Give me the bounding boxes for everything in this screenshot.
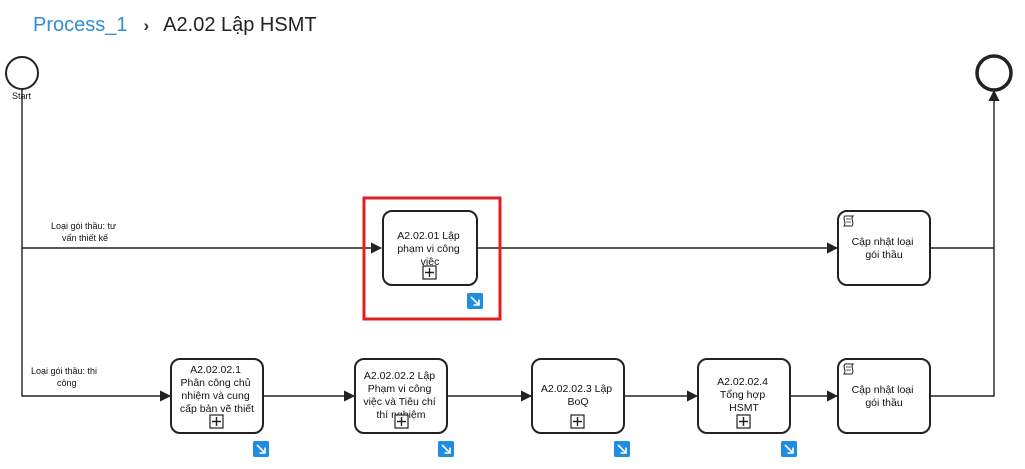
flow-start-to-t3[interactable] [21, 248, 172, 402]
end-event[interactable] [975, 54, 1013, 92]
drilldown-button-t6[interactable] [781, 441, 797, 457]
start-event-label: Start [12, 91, 32, 101]
arrow-down-right-icon [441, 444, 451, 454]
drilldown-button-t1[interactable] [467, 293, 483, 309]
task-cap-nhat-loai-goi-thau-lower[interactable]: Cập nhật loại gói thầu [837, 358, 931, 434]
task-label: A2.02.02.4 Tổng hợp HSMT [717, 376, 771, 414]
arrow-down-right-icon [617, 444, 627, 454]
subprocess-expand-icon[interactable] [736, 414, 751, 429]
subprocess-expand-icon[interactable] [209, 414, 224, 429]
task-a2-02-02-4[interactable]: A2.02.02.4 Tổng hợp HSMT [697, 358, 791, 434]
drilldown-button-t5[interactable] [614, 441, 630, 457]
task-a2-02-02-3[interactable]: A2.02.02.3 Lập BoQ [531, 358, 625, 434]
start-event[interactable] [5, 56, 39, 90]
script-icon [843, 215, 855, 227]
breadcrumb-current: A2.02 Lập HSMT [163, 14, 317, 36]
task-a2-02-01[interactable]: A2.02.01 Lập phạm vi công việc [382, 210, 478, 286]
task-label: A2.02.02.3 Lập BoQ [541, 383, 615, 408]
drilldown-button-t4[interactable] [438, 441, 454, 457]
task-label: A2.02.02.2 Lập Phạm vi công việc và Tiêu… [363, 370, 438, 421]
task-a2-02-02-1[interactable]: A2.02.02.1 Phân công chủ nhiệm và cung c… [170, 358, 264, 434]
arrow-down-right-icon [470, 296, 480, 306]
flow-t7-to-end[interactable] [931, 89, 1000, 397]
arrow-down-right-icon [256, 444, 266, 454]
task-label: Cập nhật loại gói thầu [852, 236, 917, 261]
sequence-flows [21, 89, 1000, 402]
breadcrumb-parent-link[interactable]: Process_1 [33, 14, 128, 36]
task-label: Cập nhật loại gói thầu [852, 384, 917, 409]
drilldown-button-t3[interactable] [253, 441, 269, 457]
task-a2-02-02-2[interactable]: A2.02.02.2 Lập Phạm vi công việc và Tiêu… [354, 358, 448, 434]
subprocess-expand-icon[interactable] [394, 414, 409, 429]
breadcrumb-separator: › [143, 15, 150, 35]
upper-flow-condition-label: Loại gói thầu: tư vấn thiết kế [51, 221, 119, 243]
subprocess-expand-icon[interactable] [422, 265, 437, 280]
subprocess-expand-icon[interactable] [570, 414, 585, 429]
task-label: A2.02.02.1 Phân công chủ nhiệm và cung c… [180, 364, 254, 415]
breadcrumb: Process_1 › A2.02 Lập HSMT [33, 14, 317, 37]
lower-flow-condition-label: Loại gói thầu: thi công [31, 366, 100, 388]
task-cap-nhat-loai-goi-thau-upper[interactable]: Cập nhật loại gói thầu [837, 210, 931, 286]
task-label: A2.02.01 Lập phạm vi công việc [397, 230, 462, 268]
arrow-down-right-icon [784, 444, 794, 454]
script-icon [843, 363, 855, 375]
selection-highlight [362, 196, 502, 321]
